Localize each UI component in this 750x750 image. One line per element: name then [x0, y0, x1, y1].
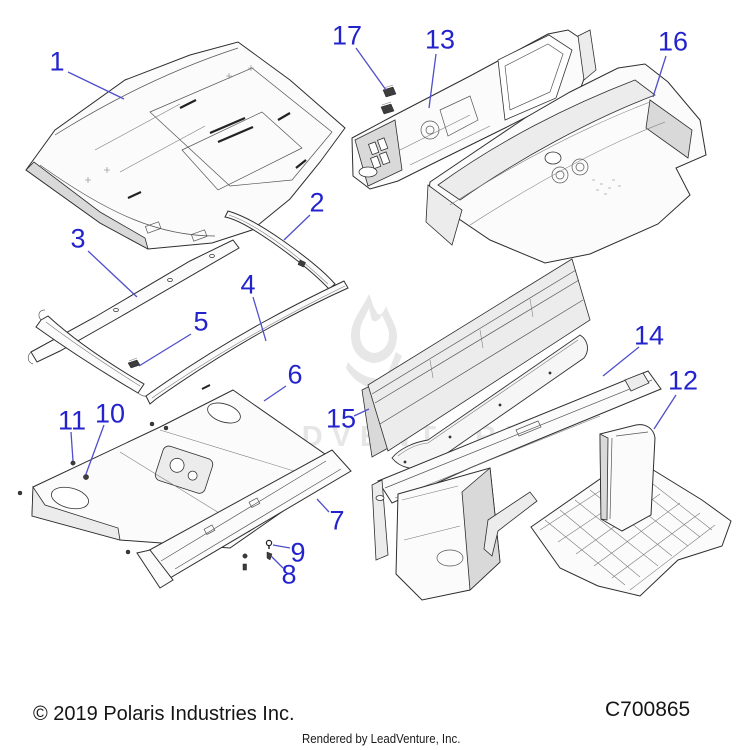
leader-line-14	[602, 346, 640, 377]
callout-2[interactable]: 2	[309, 187, 325, 218]
leader-line-1	[67, 71, 125, 100]
part-13-dash-frame	[351, 29, 597, 190]
callout-17[interactable]: 17	[331, 20, 363, 51]
leader-line-11	[70, 431, 74, 462]
callout-16[interactable]: 16	[657, 26, 689, 57]
callout-1[interactable]: 1	[49, 46, 65, 77]
leader-line-4	[252, 296, 267, 342]
part-4-trim-strip	[145, 280, 349, 405]
callout-9[interactable]: 9	[290, 537, 306, 568]
callout-11[interactable]: 11	[57, 405, 87, 436]
callout-14[interactable]: 14	[633, 320, 665, 351]
callout-10[interactable]: 10	[94, 398, 126, 429]
part-1-hood-panel	[25, 41, 346, 250]
callout-12[interactable]: 12	[667, 365, 699, 396]
callout-4[interactable]: 4	[240, 269, 256, 300]
part-3-trim-strips	[27, 239, 240, 397]
part-15-bed-panel	[361, 258, 591, 469]
part-7-panel-strip	[125, 449, 352, 589]
leader-line-3	[87, 250, 138, 298]
callout-3[interactable]: 3	[70, 223, 86, 254]
part-5-clip	[127, 357, 141, 369]
callout-5[interactable]: 5	[193, 306, 209, 337]
leader-line-13	[428, 53, 437, 109]
diagram-code: C700865	[605, 698, 691, 721]
leader-line-2	[283, 214, 311, 241]
callout-15[interactable]: 15	[325, 403, 357, 434]
leader-line-12	[653, 394, 677, 430]
leader-line-5	[138, 333, 192, 367]
part-16-cowl-pan	[425, 63, 707, 264]
part-8-pin	[266, 551, 273, 561]
callout-leader-lines	[67, 47, 677, 569]
leader-line-7	[316, 498, 330, 513]
part-17-clips	[380, 84, 397, 115]
leader-line-9	[272, 544, 291, 549]
leader-line-8	[270, 555, 284, 569]
callout-13[interactable]: 13	[424, 24, 456, 55]
part-9-screw	[265, 539, 273, 549]
callout-8[interactable]: 8	[281, 559, 297, 590]
leader-line-15	[353, 408, 370, 417]
leader-line-16	[652, 55, 667, 98]
leader-line-10	[85, 424, 105, 475]
part-14-sill-panel	[371, 370, 662, 601]
rendered-by-text: Rendered by LeadVenture, Inc.	[302, 731, 461, 746]
leader-line-6	[263, 385, 287, 402]
copyright-text: © 2019 Polaris Industries Inc.	[33, 703, 295, 725]
callout-7[interactable]: 7	[329, 505, 345, 536]
callout-6[interactable]: 6	[287, 359, 303, 390]
part-12-wheel-well	[483, 424, 732, 597]
leader-line-17	[355, 47, 387, 91]
